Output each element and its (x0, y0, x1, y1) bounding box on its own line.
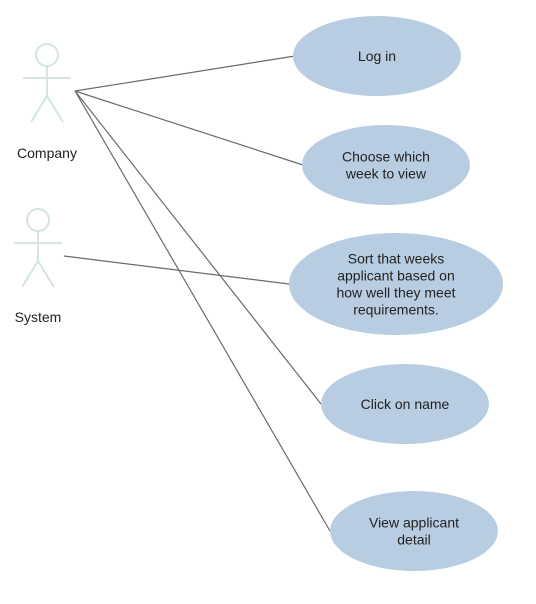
usecase-label-line: week to view (345, 166, 427, 182)
stick-figure-icon (23, 43, 71, 123)
association-company-log-in (74, 55, 296, 92)
usecase-label-line: Sort that weeks (348, 251, 445, 267)
usecase-ellipse (321, 364, 489, 444)
actor-company[interactable]: Company (17, 43, 77, 161)
usecase-label-line: how well they meet (336, 285, 455, 301)
usecase-log-in[interactable]: Log in (293, 16, 461, 96)
usecase-label-line: detail (397, 532, 430, 548)
actor-label: System (15, 309, 62, 325)
usecase-label-line: Choose which (342, 149, 430, 165)
usecase-ellipse (289, 233, 503, 335)
usecase-label-line: requirements. (353, 302, 439, 318)
usecase-click-name[interactable]: Click on name (321, 364, 489, 444)
usecase-ellipse (293, 16, 461, 96)
association-company-choose-week (74, 90, 304, 166)
association-system-sort-applicants (63, 255, 290, 285)
usecase-ellipse (302, 125, 470, 205)
usecase-ellipse (330, 491, 498, 571)
connectors-layer (63, 55, 331, 532)
usecase-label-line: applicant based on (337, 268, 455, 284)
usecase-label-line: Log in (358, 48, 396, 64)
association-company-click-name (74, 90, 322, 405)
usecase-label-line: Click on name (361, 396, 450, 412)
actor-system[interactable]: System (14, 208, 62, 325)
association-company-view-detail (74, 90, 331, 532)
actor-label: Company (17, 145, 77, 161)
usecase-label-line: View applicant (369, 515, 459, 531)
stick-figure-icon (14, 208, 62, 288)
